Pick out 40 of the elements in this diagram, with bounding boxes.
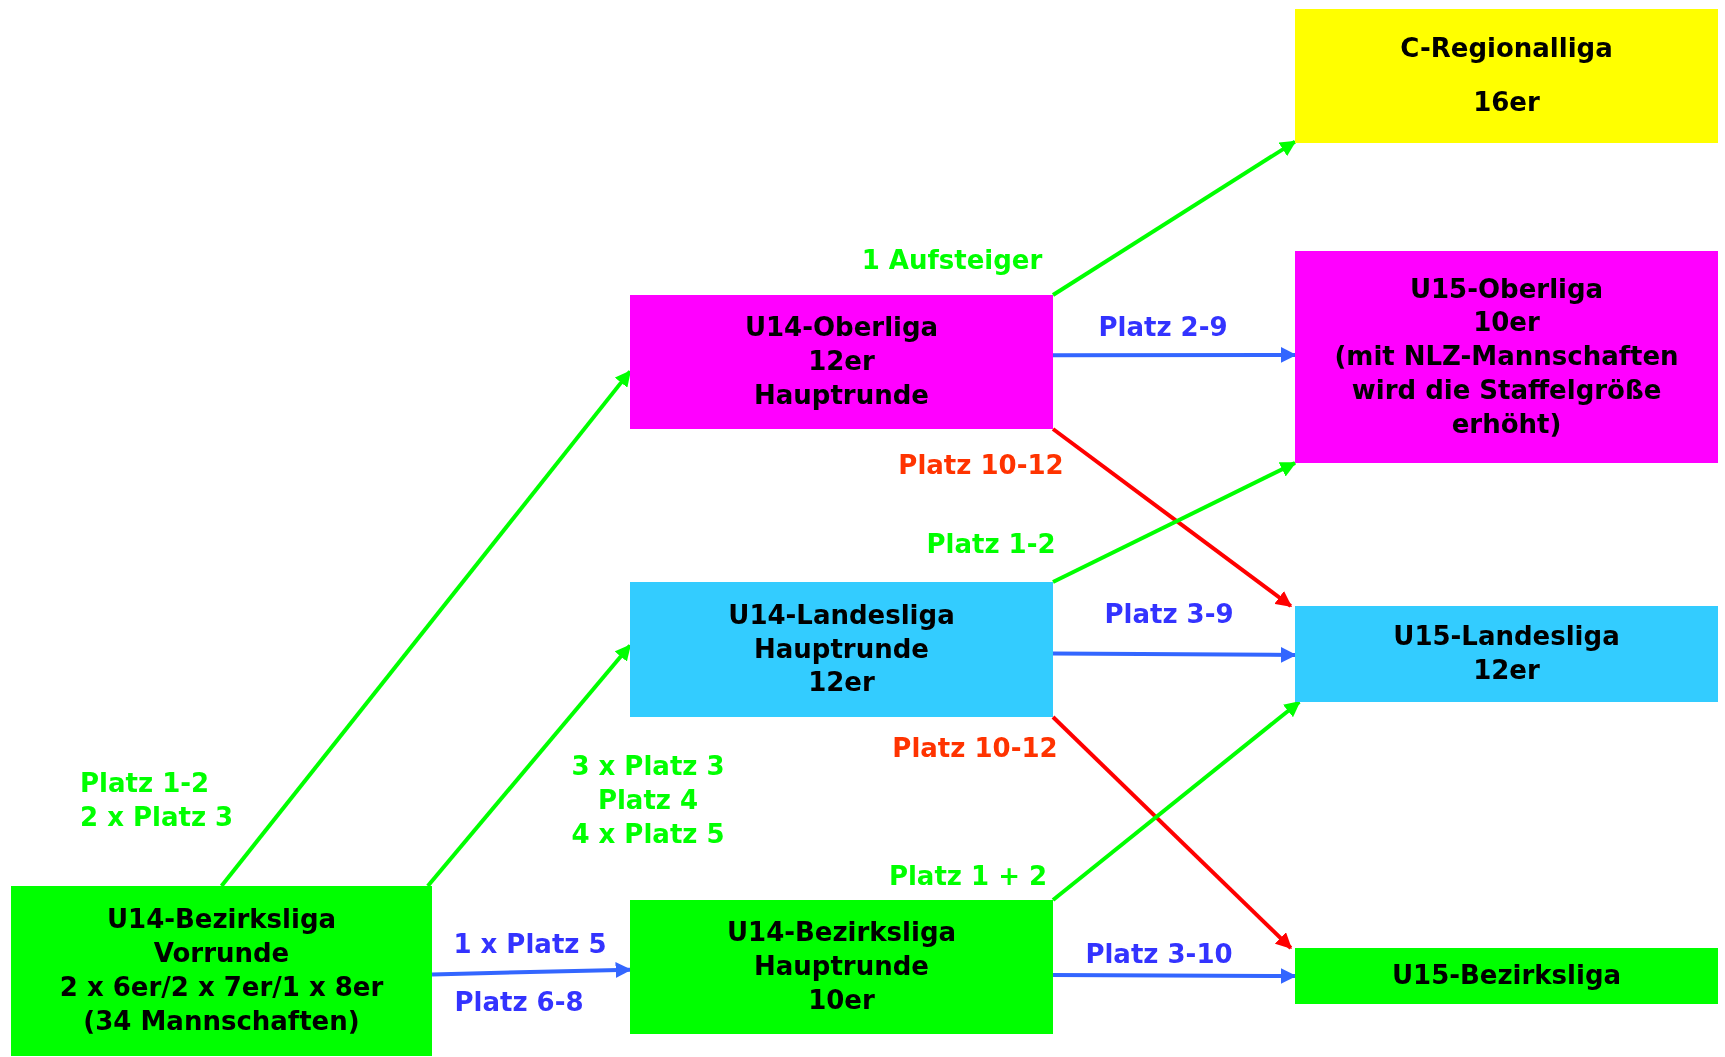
league-text: 12er: [808, 666, 875, 700]
league-text: 12er: [808, 345, 875, 379]
league-text: Hauptrunde: [754, 378, 929, 412]
league-text: (34 Mannschaften): [83, 1004, 360, 1038]
league-text: U14-Landesliga: [728, 598, 955, 632]
arrow: [426, 644, 632, 888]
arrow: [1051, 700, 1301, 902]
league-box: [630, 900, 1053, 1034]
league-text: U15-Landesliga: [1393, 620, 1620, 654]
league-box: [1295, 948, 1718, 1004]
league-box: [630, 582, 1053, 717]
arrow: [1051, 427, 1293, 608]
arrow: [1053, 967, 1297, 984]
arrow: [1053, 646, 1297, 663]
arrow: [1053, 346, 1297, 363]
league-text: 16er: [1473, 85, 1540, 119]
league-text: 10er: [808, 983, 875, 1017]
league-box: [1295, 9, 1718, 143]
league-text: Hauptrunde: [754, 950, 929, 984]
arrow: [431, 962, 632, 978]
league-text: U14-Oberliga: [744, 311, 939, 345]
league-text: U15-Bezirksliga: [1391, 959, 1622, 993]
arrow: [1051, 139, 1297, 297]
league-text: U14-Bezirksliga: [106, 903, 337, 937]
league-box: [11, 886, 432, 1056]
league-text: Hauptrunde: [754, 632, 929, 666]
arrow: [1052, 461, 1297, 584]
league-text: Vorrunde: [153, 937, 290, 971]
league-text: U14-Bezirksliga: [726, 916, 957, 950]
arrow: [1051, 715, 1293, 950]
league-box: [1295, 251, 1718, 463]
league-text: U15-Oberliga: [1409, 272, 1604, 306]
league-text: C-Regionalliga: [1400, 32, 1613, 66]
arrow: [219, 370, 632, 888]
league-box: [1295, 606, 1718, 702]
league-text: 12er: [1473, 654, 1540, 687]
league-text: 10er: [1473, 306, 1540, 340]
league-box: [630, 295, 1053, 429]
league-text: (mit NLZ-Mannschaften wird die Staffelgröße erhöht): [1333, 340, 1680, 441]
league-text: 2 x 6er/2 x 7er/1 x 8er: [59, 971, 384, 1004]
